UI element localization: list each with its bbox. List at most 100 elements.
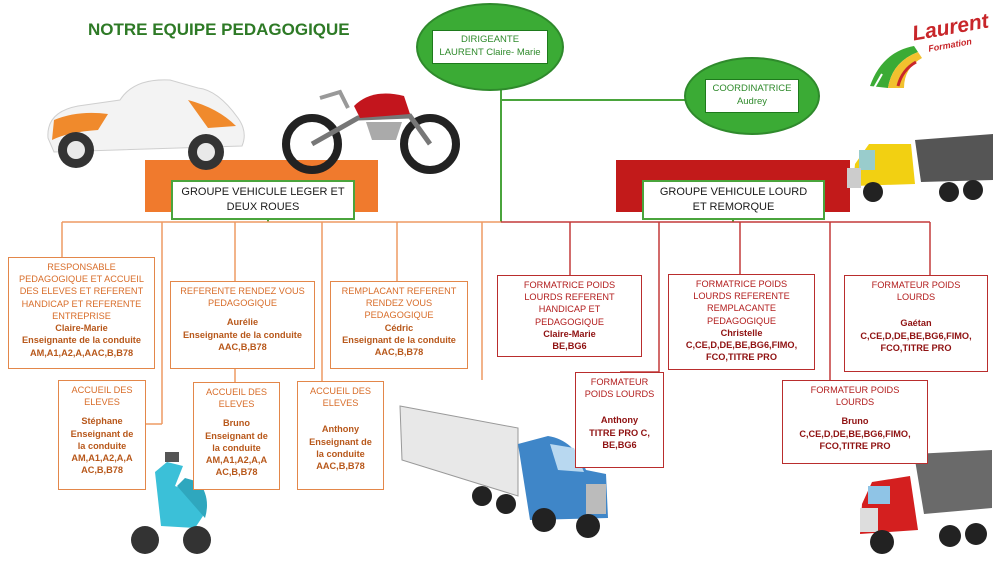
card-resp-perm: AM,A1,A2,A,AAC,B,B78 — [29, 347, 134, 358]
card-fpl1-perm: BE,BG6 — [552, 341, 587, 352]
card-fpl3-p2: FCO,TITRE PRO — [880, 342, 952, 353]
card-acc3-perm: AAC,B,B78 — [316, 461, 365, 472]
logo-road-icon — [870, 46, 922, 89]
dirigeante-label: DIRIGEANTE LAURENT Claire- Marie — [432, 30, 548, 64]
group-leger-line1: GROUPE VEHICULE LEGER ET — [181, 186, 345, 199]
card-fpl2-name: Christelle — [720, 327, 763, 338]
card-acc1-p2: AC,B,B78 — [81, 465, 123, 476]
card-fpl3-l2: LOURDS — [896, 292, 936, 303]
card-acc2-p1: AM,A1,A2,A,A — [205, 455, 268, 466]
card-formateur-gaetan: FORMATEUR POIDS LOURDS Gaétan C,CE,D,DE,… — [844, 275, 988, 372]
card-acc1-name: Stéphane — [81, 416, 123, 427]
card-fpl2-l4: PEDAGOGIQUE — [707, 315, 776, 326]
card-rdv-l2: PEDAGOGIQUE — [208, 298, 277, 309]
card-fpl2-l3: REMPLACANTE — [707, 303, 776, 314]
card-formateur-bruno: FORMATEUR POIDS LOURDS Bruno C,CE,D,DE,B… — [782, 380, 928, 464]
red-truck-illustration — [860, 450, 992, 554]
semi-truck-illustration — [399, 405, 608, 538]
dirigeante-name: LAURENT Claire- Marie — [439, 47, 541, 58]
card-accueil-anthony: ACCUEIL DES ELEVES Anthony Enseignant de… — [297, 381, 384, 490]
card-formateur-anthony: FORMATEUR POIDS LOURDS Anthony TITRE PRO… — [575, 372, 664, 468]
card-acc3-name: Anthony — [321, 424, 360, 435]
card-rdv-job: Enseignante de la conduite — [183, 329, 302, 340]
card-fpl5-l1: FORMATEUR POIDS — [810, 385, 900, 395]
card-acc2-j2: la conduite — [212, 442, 261, 453]
card-acc2-p2: AC,B,B78 — [215, 467, 258, 478]
card-fpl5-p1: C,CE,D,DE,BE,BG6,FIMO, — [799, 428, 911, 439]
group-leger-line2: DEUX ROUES — [226, 201, 300, 213]
coordinatrice-label: COORDINATRICE Audrey — [705, 79, 799, 113]
card-remp-job: Enseignant de la conduite — [342, 334, 456, 345]
card-fpl1-l2: LOURDS REFERENT — [524, 292, 615, 303]
card-fpl1-name: Claire-Marie — [543, 328, 596, 339]
card-fpl1-l1: FORMATRICE POIDS — [523, 280, 616, 290]
card-resp-l5: ENTREPRISE — [52, 310, 111, 321]
card-acc2-l1: ACCUEIL DES — [206, 387, 267, 397]
card-rdv-l1: REFERENTE RENDEZ VOUS — [180, 286, 305, 296]
card-remplacant-referent: REMPLACANT REFERENT RENDEZ VOUS PEDAGOGI… — [330, 281, 468, 369]
card-accueil-bruno: ACCUEIL DES ELEVES Bruno Enseignant de l… — [193, 382, 280, 490]
dirigeante-role: DIRIGEANTE — [460, 34, 520, 46]
card-fpl4-l2: POIDS LOURDS — [584, 389, 655, 400]
card-formatrice-claire-marie: FORMATRICE POIDS LOURDS REFERENT HANDICA… — [497, 275, 642, 357]
card-acc1-l2: ELEVES — [84, 397, 120, 408]
group-lourd-box: GROUPE VEHICULE LOURD ET REMORQUE — [642, 180, 825, 220]
dump-truck-top-illustration — [847, 134, 993, 202]
card-fpl5-l2: LOURDS — [835, 397, 875, 408]
card-acc2-name: Bruno — [222, 418, 251, 429]
card-acc3-l1: ACCUEIL DES — [310, 386, 371, 396]
card-acc1-p1: AM,A1,A2,A,A — [71, 453, 133, 464]
card-remp-perm: AAC,B,B78 — [374, 347, 424, 358]
laurent-formation-logo: Laurent Formation — [862, 9, 992, 94]
group-leger-box: GROUPE VEHICULE LEGER ET DEUX ROUES — [171, 180, 355, 220]
scooter-illustration — [131, 452, 211, 554]
card-fpl3-name: Gaétan — [900, 318, 932, 329]
card-resp-name: Claire-Marie — [55, 323, 108, 334]
card-resp-l3: DES ELEVES ET REFERENT — [19, 286, 144, 297]
motorbike-illustration — [282, 89, 460, 174]
card-fpl2-p2: FCO,TITRE PRO — [706, 352, 777, 363]
card-formatrice-christelle: FORMATRICE POIDS LOURDS REFERENTE REMPLA… — [668, 274, 815, 370]
group-lourd-line2: ET REMORQUE — [692, 201, 775, 213]
card-fpl2-l2: LOURDS REFERENTE — [693, 291, 790, 302]
card-remp-l3: PEDAGOGIQUE — [364, 310, 434, 321]
card-rdv-perm: AAC,B,B78 — [218, 341, 267, 352]
card-acc3-j2: la conduite — [316, 448, 365, 459]
card-rdv-name: Aurélie — [226, 317, 259, 328]
card-fpl2-l1: FORMATRICE POIDS — [695, 279, 788, 289]
card-remp-name: Cédric — [384, 322, 414, 333]
card-acc1-j2: la conduite — [77, 440, 127, 451]
card-fpl5-p2: FCO,TITRE PRO — [819, 440, 891, 451]
card-resp-l1: RESPONSABLE — [47, 262, 116, 272]
coordinatrice-oval: COORDINATRICE Audrey — [684, 57, 820, 135]
card-acc3-j1: Enseignant de — [309, 436, 372, 447]
page-title: NOTRE EQUIPE PEDAGOGIQUE — [88, 20, 350, 39]
card-fpl1-l3: HANDICAP ET — [538, 304, 601, 315]
card-fpl4-p2: BE,BG6 — [602, 439, 637, 450]
card-fpl4-p1: TITRE PRO C, — [589, 427, 650, 438]
card-referente-rdv: REFERENTE RENDEZ VOUS PEDAGOGIQUE Auréli… — [170, 281, 315, 369]
coordinatrice-name: Audrey — [736, 96, 768, 107]
card-resp-l4: HANDICAP ET REFERENTE — [21, 298, 142, 309]
card-acc2-l2: ELEVES — [218, 399, 255, 410]
card-fpl5-name: Bruno — [841, 416, 869, 427]
card-acc2-j1: Enseignant de — [205, 430, 268, 441]
card-resp-job: Enseignante de la conduite — [22, 335, 141, 346]
coordinatrice-role: COORDINATRICE — [712, 83, 792, 95]
card-fpl1-l4: PEDAGOGIQUE — [535, 316, 604, 327]
card-acc3-l2: ELEVES — [322, 398, 359, 409]
card-resp-l2: PEDAGOGIQUE ET ACCUEIL — [19, 274, 144, 285]
group-lourd-line1: GROUPE VEHICULE LOURD — [659, 186, 808, 199]
dirigeante-oval: DIRIGEANTE LAURENT Claire- Marie — [416, 3, 564, 91]
card-fpl4-name: Anthony — [600, 415, 639, 426]
card-fpl3-p1: C,CE,D,DE,BE,BG6,FIMO, — [860, 330, 972, 341]
card-remp-l2: RENDEZ VOUS — [365, 298, 433, 309]
card-responsable-pedagogique: RESPONSABLE PEDAGOGIQUE ET ACCUEIL DES E… — [8, 257, 155, 369]
card-remp-l1: REMPLACANT REFERENT — [341, 286, 457, 296]
card-fpl4-l1: FORMATEUR — [590, 377, 649, 387]
car-illustration — [47, 79, 245, 170]
card-acc1-j1: Enseignant de — [70, 428, 134, 439]
card-accueil-stephane: ACCUEIL DES ELEVES Stéphane Enseignant d… — [58, 380, 146, 490]
card-fpl2-p1: C,CE,D,DE,BE,BG6,FIMO, — [685, 340, 798, 351]
